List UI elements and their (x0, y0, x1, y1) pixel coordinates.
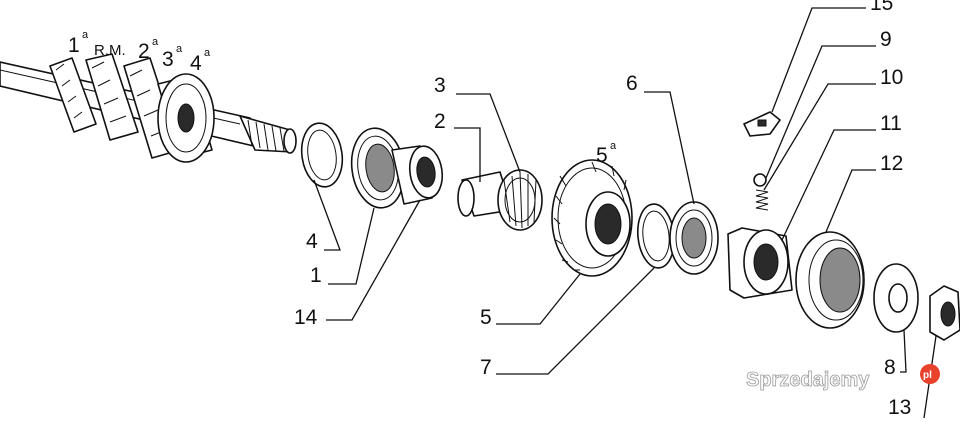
callout-9: 9 (880, 28, 892, 51)
callout-4: 4 (306, 230, 318, 253)
gear-label-2-sup: a (152, 36, 159, 48)
part-12-sliding-sleeve (795, 231, 865, 329)
part-5-fifth-gear (551, 159, 633, 277)
gear-label-1-sup: a (82, 29, 89, 41)
part-8-washer (873, 263, 919, 333)
part-9-spring (755, 189, 769, 211)
gear-label-3: 3 (162, 48, 174, 71)
part-4-snap-ring (300, 122, 344, 188)
callout-15: 15 (870, 0, 893, 15)
callout-14: 14 (294, 306, 318, 329)
gear-label-3-sup: a (176, 43, 183, 55)
part-13-nut (929, 285, 960, 341)
gear-5-sup: a (610, 140, 617, 152)
watermark-text: Sprzedajemy (746, 369, 870, 391)
gear-5-num: 5 (596, 144, 608, 167)
watermark: Sprzedajemy pl (746, 364, 940, 391)
gear-label-1: 1 (68, 34, 80, 57)
part-14-sleeve (391, 145, 444, 205)
callout-8: 8 (884, 356, 896, 379)
part-3-needle-bearing (497, 169, 543, 231)
callout-7: 7 (480, 356, 492, 379)
gear-label-4-sup: a (204, 47, 211, 59)
watermark-badge-icon (920, 364, 940, 384)
callout-3: 3 (434, 74, 446, 97)
callout-1: 1 (310, 264, 322, 287)
gear-labels: 1 a R.M. 2 a 3 a 4 a (68, 29, 211, 75)
callout-10: 10 (880, 66, 903, 89)
callout-13: 13 (888, 396, 911, 418)
gear-5-label: 5 a (596, 140, 617, 167)
part-11-synchro-hub (727, 227, 793, 299)
part-1-bearing (350, 127, 406, 209)
part-6-synchro-ring (669, 201, 719, 275)
callout-6: 6 (626, 72, 638, 95)
callout-5: 5 (480, 306, 492, 329)
gear-label-2: 2 (138, 40, 150, 63)
part-15-key (743, 111, 781, 137)
part-10-ball (753, 173, 767, 187)
callout-2: 2 (434, 110, 446, 133)
gear-label-reverse: R.M. (94, 42, 126, 59)
shaft-gear-cluster (49, 53, 215, 163)
callout-11: 11 (880, 112, 902, 135)
watermark-suffix: pl (923, 370, 932, 381)
callout-numbers: 4 1 14 3 2 5 7 6 15 9 10 11 12 8 13 (294, 0, 911, 419)
callout-12: 12 (880, 152, 903, 175)
gear-label-4: 4 (190, 52, 202, 75)
